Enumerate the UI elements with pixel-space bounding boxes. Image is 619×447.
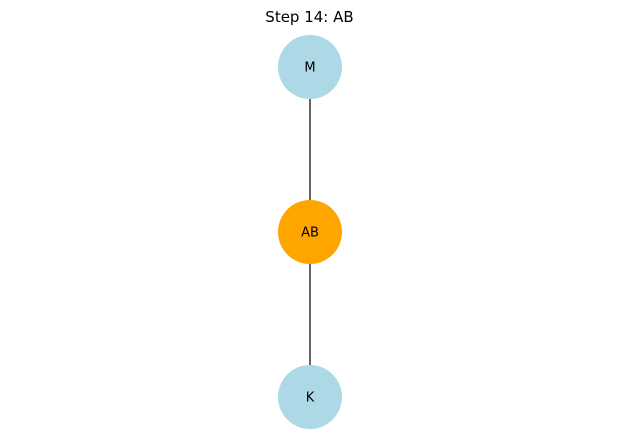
node-m-label: M xyxy=(304,61,315,76)
node-k-label: K xyxy=(306,391,315,406)
node-m: M xyxy=(278,35,342,99)
node-k: K xyxy=(278,365,342,429)
node-k-circle xyxy=(278,365,342,429)
node-m-circle xyxy=(278,35,342,99)
node-ab-label: AB xyxy=(301,226,319,241)
node-layer: M AB K xyxy=(278,35,342,429)
node-ab: AB xyxy=(278,200,342,264)
node-ab-circle xyxy=(278,200,342,264)
diagram-title: Step 14: AB xyxy=(265,8,354,26)
